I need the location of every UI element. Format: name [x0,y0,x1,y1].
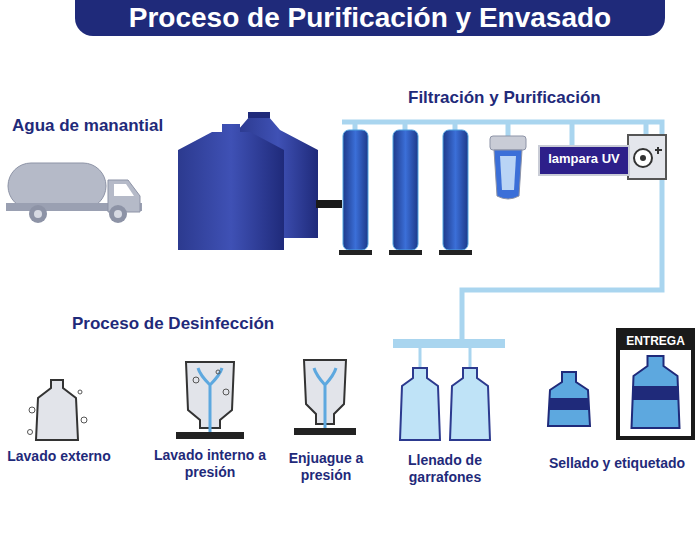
rinse-icon [294,360,356,435]
internal-wash-icon [176,362,244,439]
filter-columns [339,130,472,255]
step-label: Enjuague a presión [278,450,374,484]
section-heading: Agua de manantial [12,116,212,136]
bottle-label [633,386,679,400]
step-label: Lavado interno a presión [148,447,272,481]
water-pipe [342,122,662,340]
ozone-generator [628,135,666,179]
bottle-shape [632,356,680,428]
delivery-box: ENTREGA [616,328,695,440]
step-label: Lavado externo [0,448,118,465]
tanker-truck [6,163,142,223]
section-heading: Proceso de Desinfección [72,314,352,334]
sealed-bottle-icon [548,372,590,426]
step-label: Llenado de garrafones [392,452,498,486]
external-wash-icon [28,380,88,440]
filling-bottles [400,368,490,440]
title-banner: Proceso de Purificación y Envasado [75,0,665,36]
section-heading: Filtración y Purificación [408,88,668,108]
cartridge-filter [490,136,526,199]
node-text: ENTREGA [620,332,691,350]
node-text: lampara UV [540,147,628,170]
delivery-bottle [620,352,691,432]
step-label: Sellado y etiquetado [536,455,698,472]
storage-tanks [178,112,342,250]
uv-lamp-box: lampara UV [538,145,630,176]
